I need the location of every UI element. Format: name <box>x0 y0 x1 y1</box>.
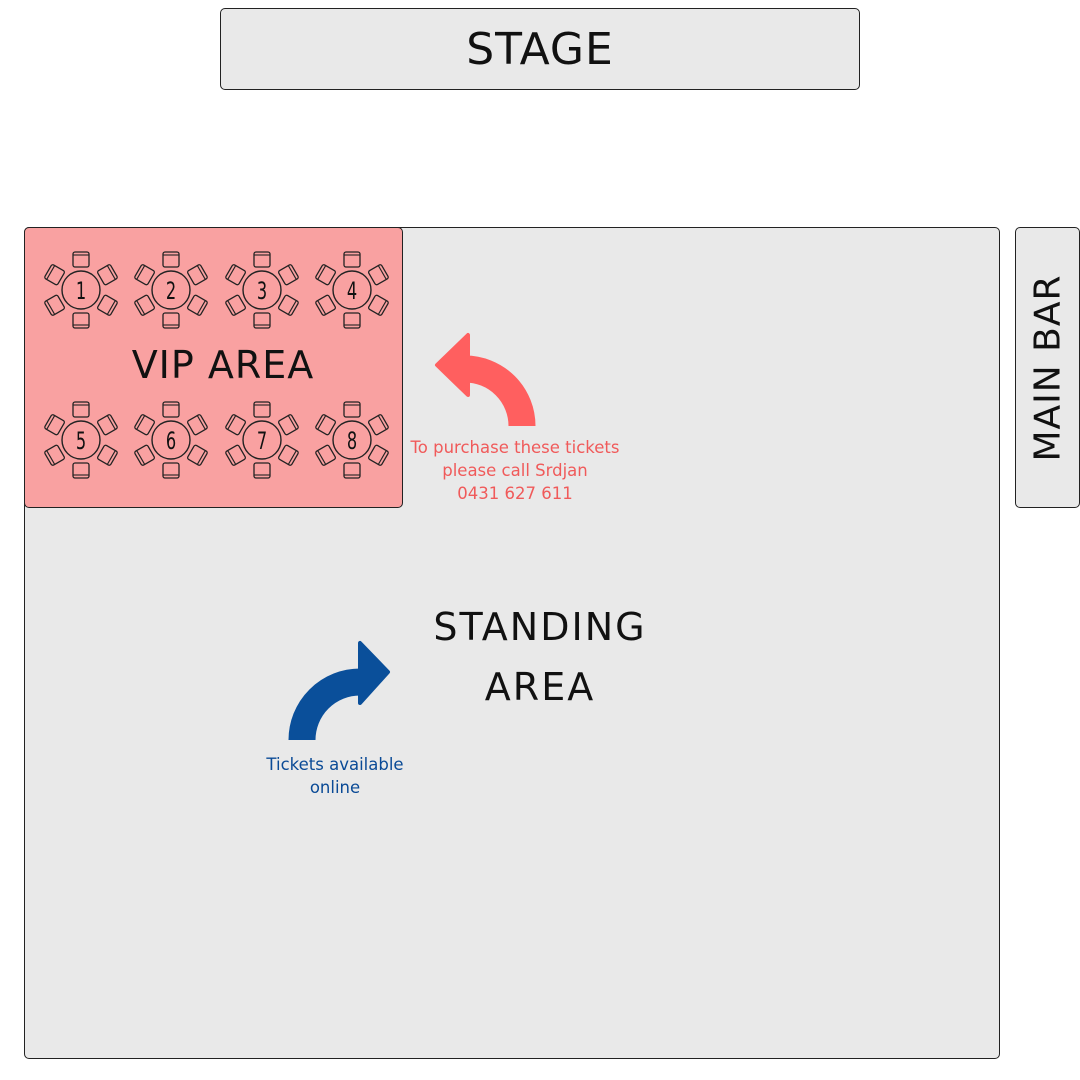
round-table-icon <box>332 270 372 310</box>
round-table-icon <box>61 270 101 310</box>
chair-icon <box>162 401 180 418</box>
table-4[interactable]: 4 <box>315 251 389 329</box>
chair-icon <box>187 294 208 316</box>
table-3[interactable]: 3 <box>225 251 299 329</box>
table-7[interactable]: 7 <box>225 401 299 479</box>
vip-area-label: VIP AREA <box>131 343 315 387</box>
chair-icon <box>72 312 90 329</box>
vip-note-line: To purchase these tickets <box>410 438 620 457</box>
chair-icon <box>368 414 389 436</box>
chair-icon <box>315 414 336 436</box>
vip-area[interactable] <box>24 227 403 508</box>
vip-phone-number: 0431 627 611 <box>457 484 573 503</box>
chair-icon <box>253 312 271 329</box>
chair-icon <box>162 251 180 268</box>
red-curved-arrow-icon <box>435 333 536 427</box>
chair-icon <box>134 294 155 316</box>
round-table-icon <box>151 420 191 460</box>
stage: STAGE <box>220 8 860 90</box>
round-table-icon <box>242 420 282 460</box>
round-table-icon <box>151 270 191 310</box>
table-2[interactable]: 2 <box>134 251 208 329</box>
chair-icon <box>225 264 246 286</box>
table-8[interactable]: 8 <box>315 401 389 479</box>
vip-note-line: please call Srdjan <box>442 461 588 480</box>
standing-note-line: online <box>309 778 361 797</box>
table-number: 7 <box>257 428 267 456</box>
chair-icon <box>134 414 155 436</box>
chair-icon <box>44 264 65 286</box>
chair-icon <box>278 264 299 286</box>
table-number: 2 <box>166 278 176 306</box>
table-number: 5 <box>76 428 86 456</box>
chair-icon <box>315 264 336 286</box>
stage-label: STAGE <box>466 23 614 75</box>
chair-icon <box>343 251 361 268</box>
chair-icon <box>278 444 299 466</box>
chair-icon <box>225 294 246 316</box>
main-bar: MAIN BAR <box>1015 227 1080 508</box>
chair-icon <box>162 462 180 479</box>
chair-icon <box>253 462 271 479</box>
table-number: 3 <box>257 278 267 306</box>
chair-icon <box>134 264 155 286</box>
standing-note-line: Tickets available <box>266 755 404 774</box>
chair-icon <box>97 444 118 466</box>
chair-icon <box>72 251 90 268</box>
standing-label-line-2: AREA <box>484 665 596 709</box>
chair-icon <box>44 294 65 316</box>
chair-icon <box>187 444 208 466</box>
chair-icon <box>368 264 389 286</box>
chair-icon <box>315 294 336 316</box>
table-number: 6 <box>166 428 176 456</box>
round-table-icon <box>61 420 101 460</box>
round-table-icon <box>242 270 282 310</box>
chair-icon <box>97 414 118 436</box>
chair-icon <box>72 462 90 479</box>
chair-icon <box>368 294 389 316</box>
table-number: 4 <box>347 278 357 306</box>
vip-ticket-note: To purchase these tickets please call Sr… <box>395 436 635 505</box>
table-number: 1 <box>76 278 86 306</box>
chair-icon <box>343 401 361 418</box>
standing-area[interactable] <box>24 227 1000 1059</box>
chair-icon <box>134 444 155 466</box>
table-5[interactable]: 5 <box>44 401 118 479</box>
chair-icon <box>187 264 208 286</box>
chair-icon <box>72 401 90 418</box>
chair-icon <box>97 294 118 316</box>
chair-icon <box>253 401 271 418</box>
chair-icon <box>253 251 271 268</box>
table-1[interactable]: 1 <box>44 251 118 329</box>
blue-curved-arrow-icon <box>288 641 390 741</box>
chair-icon <box>343 312 361 329</box>
table-number: 8 <box>347 428 357 456</box>
chair-icon <box>368 444 389 466</box>
chair-icon <box>44 414 65 436</box>
chair-icon <box>97 264 118 286</box>
chair-icon <box>278 294 299 316</box>
round-table-icon <box>332 420 372 460</box>
chair-icon <box>315 444 336 466</box>
standing-label-line-1: STANDING <box>433 605 647 649</box>
standing-ticket-note: Tickets available online <box>245 753 425 799</box>
chair-icon <box>225 444 246 466</box>
chair-icon <box>343 462 361 479</box>
chair-icon <box>187 414 208 436</box>
chair-icon <box>278 414 299 436</box>
chair-icon <box>44 444 65 466</box>
chair-icon <box>225 414 246 436</box>
table-6[interactable]: 6 <box>134 401 208 479</box>
chair-icon <box>162 312 180 329</box>
